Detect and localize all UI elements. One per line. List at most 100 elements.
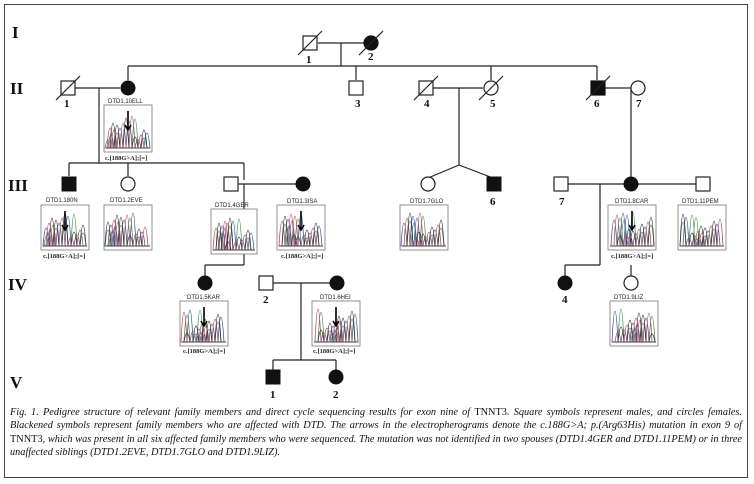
individual-III-4 xyxy=(295,176,311,192)
trace-line xyxy=(680,216,724,247)
pedigree-lines xyxy=(68,42,696,370)
electropherogram-DTD1.7GLO xyxy=(399,204,449,251)
individual-IV-4 xyxy=(557,275,573,291)
mutation-arrow-icon xyxy=(200,307,208,328)
mutation-label-DTD1.10ELL: c.[188G>A];[=] xyxy=(105,155,147,162)
electropherogram-DTD1.9LIZ xyxy=(609,300,659,347)
individual-IV-3 xyxy=(329,275,345,291)
sample-id-DTD1.10ELL: DTD1.10ELL xyxy=(108,99,143,105)
trace-line xyxy=(610,216,655,247)
generation-label-V: V xyxy=(10,373,23,392)
individual-III-2 xyxy=(120,176,136,192)
label-II-7: 7 xyxy=(636,98,642,110)
electropherogram-DTD1.3ISA xyxy=(276,204,326,251)
individual-II-3 xyxy=(348,80,364,96)
individual-III-3 xyxy=(223,176,239,192)
electropherogram-DTD1.8CAR xyxy=(607,204,657,251)
caption-gene-2: TNNT3 xyxy=(10,433,43,445)
generation-label-III: III xyxy=(8,176,28,195)
individual-III-5 xyxy=(420,176,436,192)
mutation-arrow-icon xyxy=(628,211,636,232)
trace-line xyxy=(106,214,150,247)
individual-I-2 xyxy=(358,30,384,56)
caption-part-1: Fig. 1. Pedigree structure of relevant f… xyxy=(10,407,475,418)
sample-id-DTD1.5KAR: DTD1.5KAR xyxy=(187,295,221,301)
individual-II-2 xyxy=(120,80,136,96)
trace-line xyxy=(279,213,323,247)
individual-IV-5 xyxy=(623,275,639,291)
sample-id-DTD1.9LIZ: DTD1.9LIZ xyxy=(614,295,644,301)
label-I-2: 2 xyxy=(368,51,374,63)
electropherogram-DTD1.10ELL xyxy=(103,104,153,153)
trace-line xyxy=(212,220,255,251)
label-II-1: 1 xyxy=(64,98,70,110)
sample-id-DTD1.2EVE: DTD1.2EVE xyxy=(110,198,143,204)
label-I-1: 1 xyxy=(306,54,312,66)
label-III-7: 7 xyxy=(559,196,565,208)
mutation-label-DTD1.6HEI: c.[188G>A];[=] xyxy=(313,348,355,355)
sample-id-DTD1.8CAR: DTD1.8CAR xyxy=(615,199,649,205)
mutation-arrow-icon xyxy=(61,211,69,232)
label-II-3: 3 xyxy=(355,98,361,110)
individual-III-9 xyxy=(695,176,711,192)
individual-V-2 xyxy=(328,369,344,385)
sample-id-DTD1.6HEI: DTD1.6HEI xyxy=(320,295,351,301)
figure-frame xyxy=(4,4,748,478)
trace-line xyxy=(213,217,255,251)
individual-III-8 xyxy=(623,176,639,192)
trace-line xyxy=(43,212,87,247)
individual-III-6 xyxy=(486,176,502,192)
individual-II-5 xyxy=(478,75,504,101)
label-III-6: 6 xyxy=(490,196,496,208)
trace-line xyxy=(278,213,323,247)
generation-label-IV: IV xyxy=(8,275,28,294)
individual-IV-1 xyxy=(197,275,213,291)
pedigree-diagram: I II III IV V xyxy=(8,23,727,401)
figure-caption: Fig. 1. Pedigree structure of relevant f… xyxy=(10,406,742,460)
trace-line xyxy=(400,215,446,247)
mutation-arrow-icon xyxy=(332,307,340,328)
trace-line xyxy=(679,214,724,247)
mutation-arrow-icon xyxy=(297,211,305,232)
trace-line xyxy=(314,310,358,343)
sample-id-DTD1.3ISA: DTD1.3ISA xyxy=(287,199,317,205)
caption-part-2: . Square symbols represent males, and ci… xyxy=(10,407,742,432)
caption-gene-1: TNNT3 xyxy=(474,407,507,418)
trace-line xyxy=(106,115,150,149)
electropherogram-DTD1.180N xyxy=(40,204,90,251)
label-II-5: 5 xyxy=(490,98,496,110)
electropherogram-DTD1.6HEI xyxy=(311,300,361,347)
individual-IV-2 xyxy=(258,275,274,291)
individual-III-1 xyxy=(61,176,77,192)
trace-line xyxy=(180,311,226,343)
individual-II-7 xyxy=(630,80,646,96)
individual-V-1 xyxy=(265,369,281,385)
trace-line xyxy=(610,212,655,247)
trace-line xyxy=(679,213,724,247)
trace-line xyxy=(612,312,656,343)
trace-line xyxy=(279,215,323,247)
label-II-4: 4 xyxy=(424,98,430,110)
mutation-label-DTD1.5KAR: c.[188G>A];[=] xyxy=(183,348,225,355)
electropherogram-DTD1.5KAR xyxy=(179,300,229,347)
sample-id-DTD1.4GER: DTD1.4GER xyxy=(215,203,249,209)
label-II-6: 6 xyxy=(594,98,600,110)
mutation-arrow-icon xyxy=(124,111,132,132)
electropherogram-DTD1.4GER xyxy=(210,208,258,255)
mutation-label-DTD1.3ISA: c.[188G>A];[=] xyxy=(281,253,323,260)
label-V-2: 2 xyxy=(333,389,339,401)
label-IV-4: 4 xyxy=(562,294,568,306)
electropherogram-DTD1.11PEM xyxy=(677,204,727,251)
sample-id-DTD1.11PEM: DTD1.11PEM xyxy=(682,199,719,205)
individual-II-4 xyxy=(413,75,439,101)
trace-line xyxy=(104,214,150,247)
label-IV-2: 2 xyxy=(263,294,269,306)
sample-id-DTD1.180N: DTD1.180N xyxy=(46,198,78,204)
trace-line xyxy=(314,313,359,343)
trace-line xyxy=(106,117,150,149)
sample-id-DTD1.7GLO: DTD1.7GLO xyxy=(410,199,444,205)
generation-label-II: II xyxy=(10,79,24,98)
mutation-label-DTD1.8CAR: c.[188G>A];[=] xyxy=(611,253,653,260)
trace-line xyxy=(610,212,654,247)
generation-label-I: I xyxy=(12,23,19,42)
